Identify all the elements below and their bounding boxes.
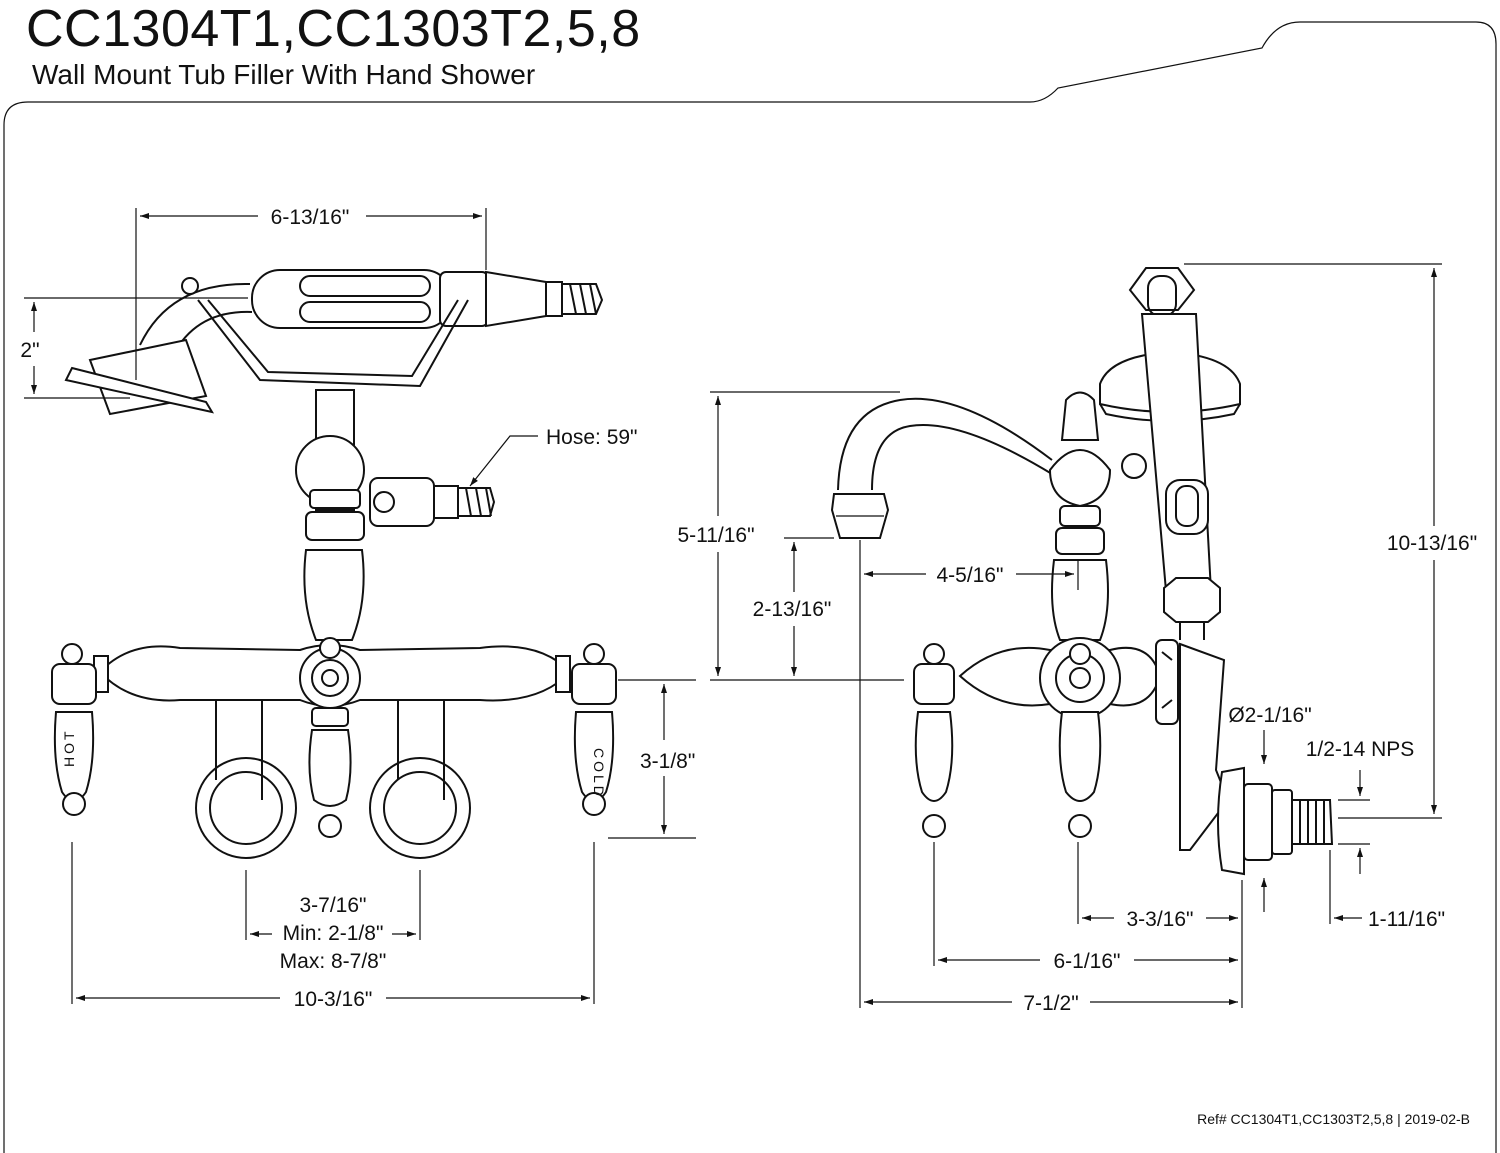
cold-handle-label: COLD bbox=[591, 748, 607, 799]
dimension-centers: 3-7/16" Min: 2-1/8" Max: 8-7/8" bbox=[245, 870, 421, 973]
wall-flange bbox=[1217, 766, 1334, 876]
dim-width-top-label: 6-13/16" bbox=[271, 206, 350, 229]
dim-overall-width-label: 10-3/16" bbox=[294, 988, 373, 1011]
hot-handle: HOT bbox=[51, 643, 97, 816]
cold-handle: COLD bbox=[571, 643, 617, 816]
side-left-handle bbox=[913, 643, 955, 838]
dim-centers-label: 3-7/16" bbox=[300, 894, 367, 917]
dim-inlet-length-label: 1-11/16" bbox=[1368, 908, 1445, 931]
dim-spout-reach-label: 7-1/2" bbox=[1023, 992, 1078, 1015]
dim-handle-depth-label: 6-1/16" bbox=[1054, 950, 1121, 973]
dim-spout-height-label: 5-11/16" bbox=[677, 524, 754, 547]
product-subtitle: Wall Mount Tub Filler With Hand Shower bbox=[32, 59, 536, 90]
side-riser bbox=[1048, 391, 1147, 641]
dim-shower-height-label: 2" bbox=[20, 339, 39, 362]
dimension-spout-reach: 7-1/2" bbox=[864, 992, 1238, 1015]
dim-total-height-label: 10-13/16" bbox=[1387, 532, 1477, 555]
dim-max-label: Max: 8-7/8" bbox=[280, 950, 387, 973]
dimension-handle-height: 3-1/8" bbox=[608, 679, 696, 839]
hose-outlet bbox=[369, 477, 496, 527]
dimension-spout-reach-inner: 4-5/16" bbox=[859, 540, 1079, 1008]
center-diverter-handle bbox=[308, 707, 352, 838]
dimension-shower-height: 2" bbox=[20, 297, 248, 399]
dimension-width-top: 6-13/16" bbox=[135, 206, 487, 380]
dim-body-depth-label: 3-3/16" bbox=[1127, 908, 1194, 931]
side-valve-body bbox=[958, 637, 1179, 725]
spout bbox=[830, 397, 1053, 539]
dimension-handle-depth: 6-1/16" bbox=[933, 842, 1238, 973]
dimension-total-height: 10-13/16" bbox=[1184, 263, 1477, 819]
dim-thread-label: 1/2-14 NPS bbox=[1306, 738, 1415, 761]
dimension-body-depth: 3-3/16" bbox=[1077, 842, 1243, 1008]
dimension-spout-height: 5-11/16" bbox=[677, 391, 904, 681]
sheet-frame bbox=[3, 21, 1497, 1153]
dim-handle-height-label: 3-1/8" bbox=[640, 750, 695, 773]
hose-length-label: Hose: 59" bbox=[546, 426, 638, 449]
dim-min-label: Min: 2-1/8" bbox=[283, 922, 384, 945]
side-right-handle bbox=[1058, 643, 1102, 838]
hose-callout: Hose: 59" bbox=[469, 426, 638, 487]
model-title: CC1304T1,CC1303T2,5,8 bbox=[26, 0, 641, 58]
front-view-drawing: HOT COLD 6-13/16" bbox=[20, 206, 696, 1011]
hand-shower-icon bbox=[64, 269, 604, 416]
valve-body bbox=[93, 637, 572, 709]
dim-spout-lower-label: 2-13/16" bbox=[753, 598, 832, 621]
dim-spout-reach-inner-label: 4-5/16" bbox=[937, 564, 1004, 587]
dimension-inlet-length: 1-11/16" bbox=[1329, 850, 1445, 931]
supply-legs bbox=[195, 700, 471, 859]
dimension-overall-width: 10-3/16" bbox=[71, 842, 595, 1011]
side-hand-shower-icon bbox=[1099, 267, 1241, 640]
dimension-spout-lower: 2-13/16" bbox=[753, 537, 834, 676]
dimension-thread: 1/2-14 NPS bbox=[1306, 738, 1415, 874]
dim-flange-dia-label: Ø2-1/16" bbox=[1228, 704, 1311, 727]
side-view-drawing: 5-11/16" 2-13/16" 4-5/16" 10-13/16" bbox=[677, 263, 1477, 1015]
reference-number: Ref# CC1304T1,CC1303T2,5,8 | 2019-02-B bbox=[1197, 1111, 1470, 1127]
dimension-flange-dia: Ø2-1/16" bbox=[1228, 704, 1312, 912]
hot-handle-label: HOT bbox=[61, 728, 77, 767]
shower-cradle bbox=[197, 299, 469, 388]
riser-pipe bbox=[295, 389, 365, 641]
